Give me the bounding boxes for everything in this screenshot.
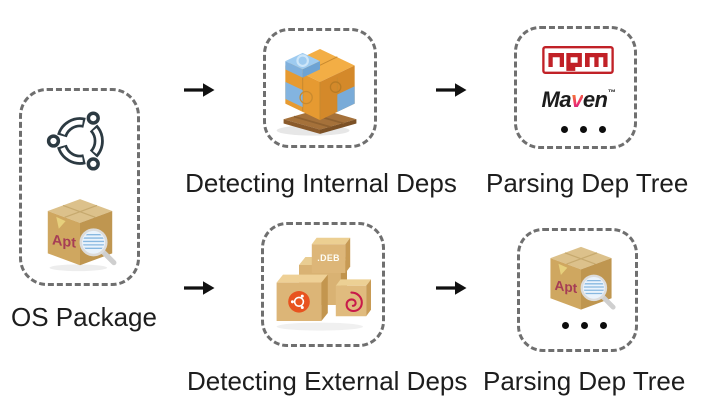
external-deps-label: Detecting External Deps	[187, 366, 468, 396]
os-package-box: Apt	[19, 88, 140, 286]
ubuntu-logo-icon	[46, 111, 104, 171]
parsing-top-box: Maven™	[514, 26, 637, 149]
arrow-icon	[184, 281, 215, 295]
internal-deps-label: Detecting Internal Deps	[185, 168, 457, 198]
maven-text-v: v	[571, 87, 583, 112]
external-deps-box: .DEB	[261, 222, 385, 347]
parsing-bottom-label: Parsing Dep Tree	[483, 366, 686, 396]
arrow-icon	[436, 281, 467, 295]
internal-deps-box	[263, 28, 377, 148]
maven-text-pre: Ma	[541, 87, 572, 112]
internal-deps-icon	[276, 49, 357, 136]
parsing-top-label: Parsing Dep Tree	[486, 168, 689, 198]
external-deps-icon: .DEB	[276, 237, 371, 331]
maven-trademark: ™	[607, 88, 616, 97]
apt-package-icon: Apt	[550, 246, 616, 310]
maven-logo: Maven™	[517, 87, 640, 113]
arrow-icon	[436, 83, 467, 97]
maven-text-post: en	[582, 87, 608, 112]
apt-package-icon: Apt	[47, 199, 116, 272]
apt-text: Apt	[554, 278, 577, 296]
apt-text: Apt	[52, 232, 76, 251]
npm-logo-icon	[542, 46, 614, 74]
ellipsis-icon	[562, 322, 607, 329]
arrow-icon	[184, 83, 215, 97]
deb-text: .DEB	[317, 253, 340, 263]
parsing-bottom-box: Apt	[517, 228, 638, 352]
os-package-label: OS Package	[11, 302, 157, 332]
ellipsis-icon	[561, 126, 606, 133]
